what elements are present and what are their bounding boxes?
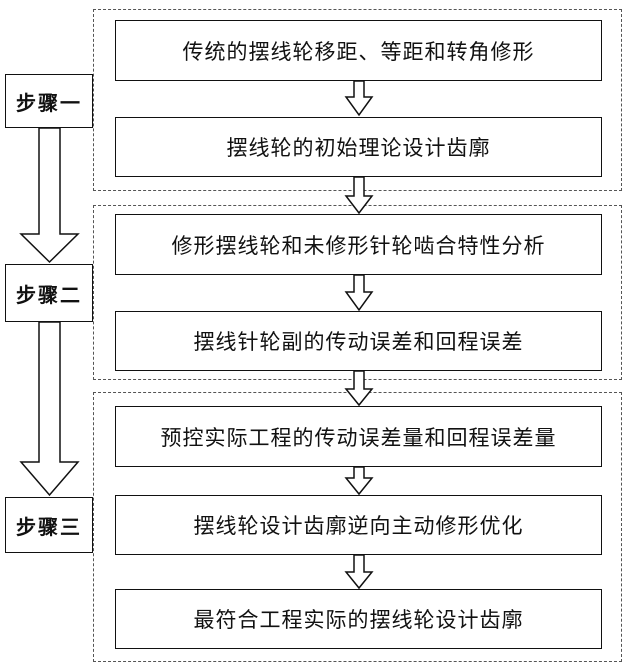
step-3-label: 步骤三 <box>5 497 93 553</box>
step-arrow-2-3 <box>21 322 78 495</box>
process-box-4: 摆线针轮副的传动误差和回程误差 <box>115 311 602 371</box>
process-box-6: 摆线轮设计齿廓逆向主动修形优化 <box>115 495 602 555</box>
process-box-1: 传统的摆线轮移距、等距和转角修形 <box>115 20 602 81</box>
step-2-label: 步骤二 <box>5 264 93 322</box>
process-box-7: 最符合工程实际的摆线轮设计齿廓 <box>115 589 602 649</box>
step-arrow-1-2 <box>21 128 78 262</box>
step-1-label: 步骤一 <box>5 74 93 128</box>
process-box-5: 预控实际工程的传动误差量和回程误差量 <box>115 406 602 467</box>
process-box-2: 摆线轮的初始理论设计齿廓 <box>115 117 602 177</box>
process-box-3: 修形摆线轮和未修形针轮啮合特性分析 <box>115 214 602 275</box>
